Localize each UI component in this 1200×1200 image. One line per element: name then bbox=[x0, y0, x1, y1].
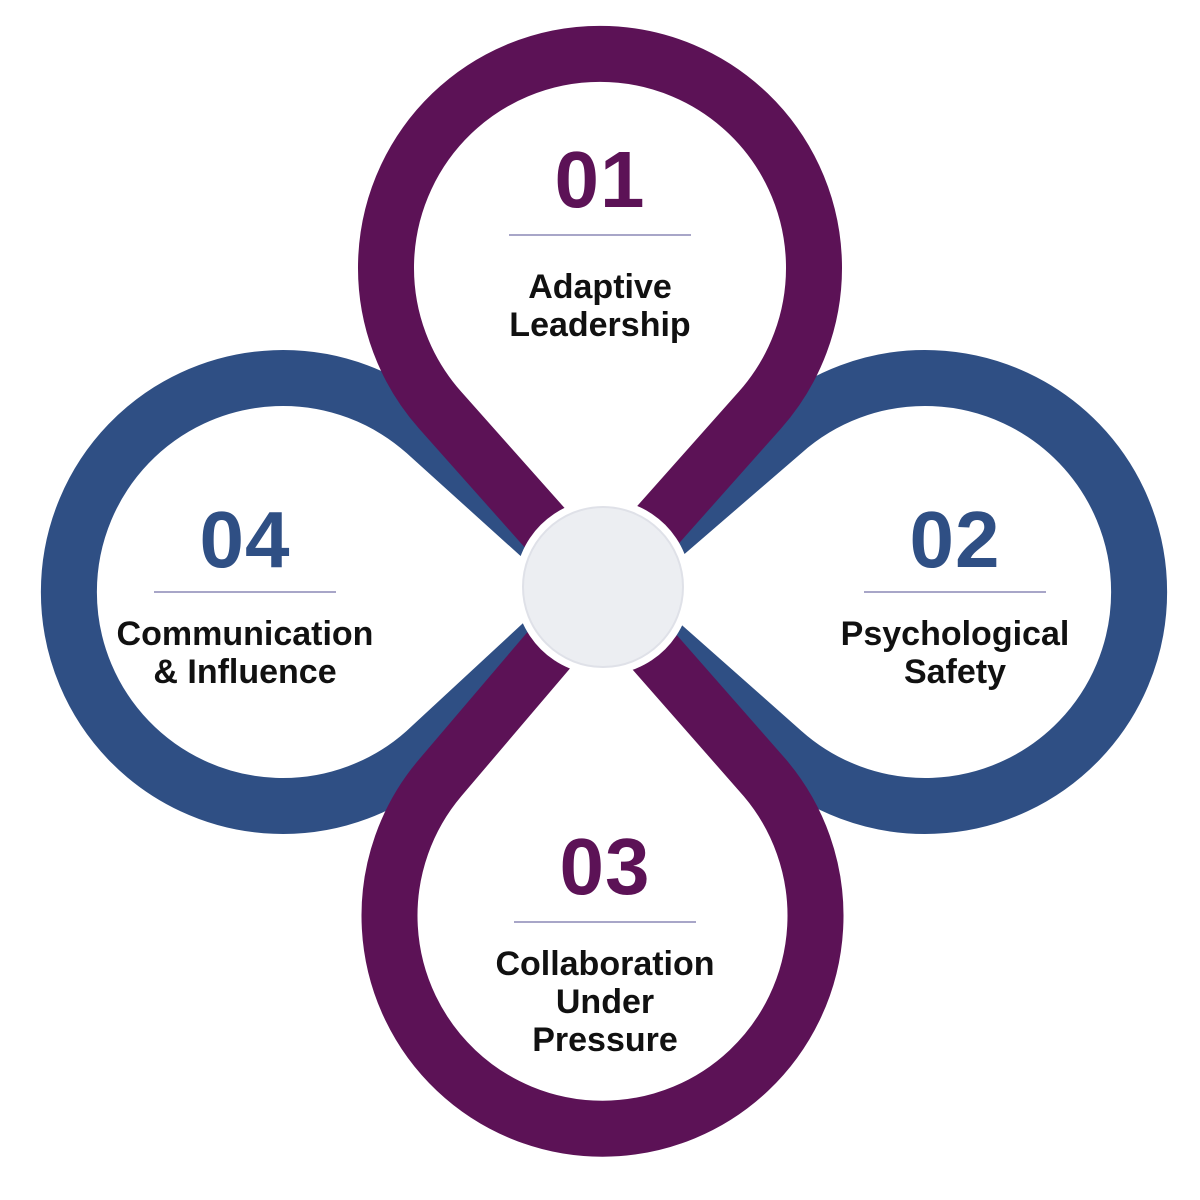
petal-02-label: 02 Psychological Safety bbox=[800, 495, 1110, 692]
petal-04-divider bbox=[154, 591, 336, 593]
petal-01-divider bbox=[509, 234, 691, 236]
petal-04-title: Communication & Influence bbox=[116, 615, 374, 691]
petal-04-label: 04 Communication & Influence bbox=[90, 495, 400, 692]
petal-01-title: Adaptive Leadership bbox=[509, 268, 691, 344]
petal-03-divider bbox=[514, 921, 696, 923]
petal-03-ring bbox=[361, 562, 844, 1157]
petal-04-number: 04 bbox=[199, 495, 291, 584]
petal-01-number: 01 bbox=[554, 135, 646, 224]
petal-01-label: 01 Adaptive Leadership bbox=[455, 140, 745, 344]
petal-02-divider bbox=[864, 591, 1046, 593]
center-hub-inner bbox=[522, 506, 684, 668]
petal-01-ring bbox=[358, 25, 842, 618]
petal-02-title: Psychological Safety bbox=[840, 615, 1070, 691]
petal-03-label: 03 Collaboration Under Pressure bbox=[455, 822, 755, 1060]
petal-02-number: 02 bbox=[909, 495, 1001, 584]
petal-03-number: 03 bbox=[559, 822, 651, 911]
petal-03-title: Collaboration Under Pressure bbox=[495, 945, 715, 1059]
